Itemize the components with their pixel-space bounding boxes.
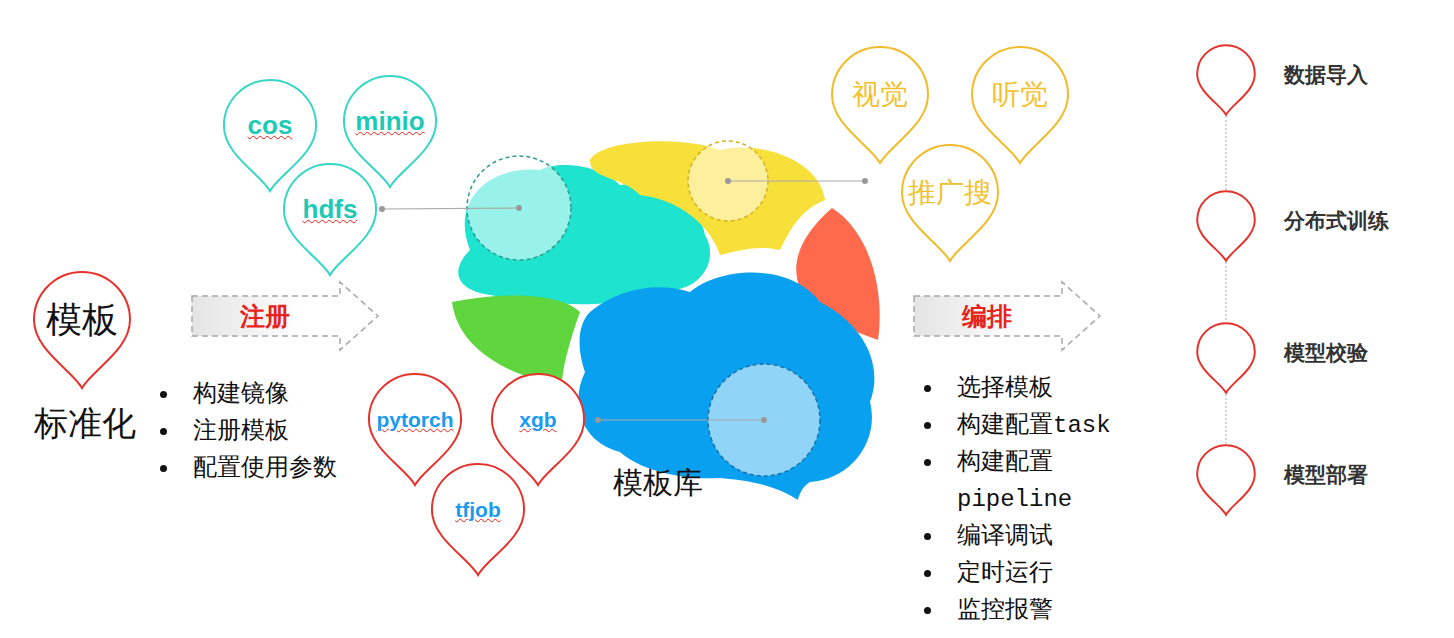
bullet-dot: [160, 465, 167, 472]
pin-outline: [1196, 444, 1256, 516]
step-label: 模型校验: [1284, 339, 1368, 367]
library-label: 模板库: [613, 465, 703, 501]
bullet-item: 注册模板: [193, 413, 393, 450]
step-label: 模型部署: [1284, 461, 1368, 489]
brain-lobe-blue: [578, 273, 874, 500]
brain-lobe-green: [452, 295, 580, 386]
step-label: 数据导入: [1284, 61, 1368, 89]
leader-dot: [862, 178, 868, 184]
pin-outline: [1196, 44, 1256, 116]
brain-lobe-yellow: [590, 141, 825, 255]
bullet-item: 监控报警: [957, 592, 1157, 629]
pin-outline-path: [1197, 445, 1255, 515]
bullet-dot: [160, 428, 167, 435]
leader-line: [598, 419, 764, 420]
bullet-item: 配置使用参数: [193, 450, 393, 487]
bullet-item: 选择模板: [957, 370, 1157, 407]
framework-pin: pytorch: [367, 372, 463, 487]
bullet-dot: [924, 570, 931, 577]
scenario-pin: 推广搜: [900, 143, 1000, 263]
orchestrate-arrow: 编排: [912, 280, 1102, 352]
leader-dot: [516, 205, 522, 211]
pin-label: 视觉: [830, 45, 930, 145]
bullet-item: 编译调试: [957, 518, 1157, 555]
step-pin: 模型部署: [1196, 444, 1256, 516]
scenario-pin: 视觉: [830, 45, 930, 165]
leader-dot: [761, 417, 767, 423]
pin-outline: [1196, 322, 1256, 394]
leader-line: [728, 180, 865, 181]
section-label: 标准化: [34, 403, 136, 444]
pin-label: hdfs: [282, 162, 378, 258]
pin-outline: [1196, 190, 1256, 262]
pin-label: 听觉: [970, 45, 1070, 145]
step-pin: 模型校验: [1196, 322, 1256, 394]
pin-outline-path: [1197, 45, 1255, 115]
leader-line: [382, 208, 519, 209]
bullet-dot: [924, 459, 931, 466]
pin-outline-path: [1197, 191, 1255, 261]
pin-label: cos: [222, 78, 318, 174]
framework-pin: xgb: [490, 372, 586, 487]
bullet-dot: [924, 422, 931, 429]
step-label: 分布式训练: [1284, 207, 1389, 235]
leader-dot: [595, 417, 601, 423]
pin-label: 推广搜: [900, 143, 1000, 243]
step-pin: 数据导入: [1196, 44, 1256, 116]
leader-dot: [379, 206, 385, 212]
bullet-dot: [924, 533, 931, 540]
bullet-dot: [160, 391, 167, 398]
pin-label: 模板: [32, 270, 132, 370]
scenario-pin: 听觉: [970, 45, 1070, 165]
pin-label: tfjob: [430, 462, 526, 558]
pin-label: pytorch: [367, 372, 463, 468]
storage-pin: hdfs: [282, 162, 378, 277]
step-connector: [1225, 262, 1226, 322]
pin-outline-path: [1197, 323, 1255, 393]
step-pin: 分布式训练: [1196, 190, 1256, 262]
step-connector: [1225, 394, 1226, 444]
bullet-item: 构建配置 pipeline: [957, 444, 1157, 518]
pin-label: minio: [342, 74, 438, 170]
arrow-label: 编排: [912, 280, 1062, 352]
bullet-item: 定时运行: [957, 555, 1157, 592]
pin-label: xgb: [490, 372, 586, 468]
bullet-item: 构建镜像: [193, 376, 393, 413]
arrow-label: 注册: [190, 280, 340, 352]
bullet-dot: [924, 385, 931, 392]
leader-dot: [725, 178, 731, 184]
template-pin: 模板: [32, 270, 132, 390]
step-connector: [1225, 116, 1226, 190]
bullet-dot: [924, 607, 931, 614]
framework-pin: tfjob: [430, 462, 526, 577]
register-arrow: 注册: [190, 280, 380, 352]
bullet-item: 构建配置task: [957, 407, 1157, 444]
